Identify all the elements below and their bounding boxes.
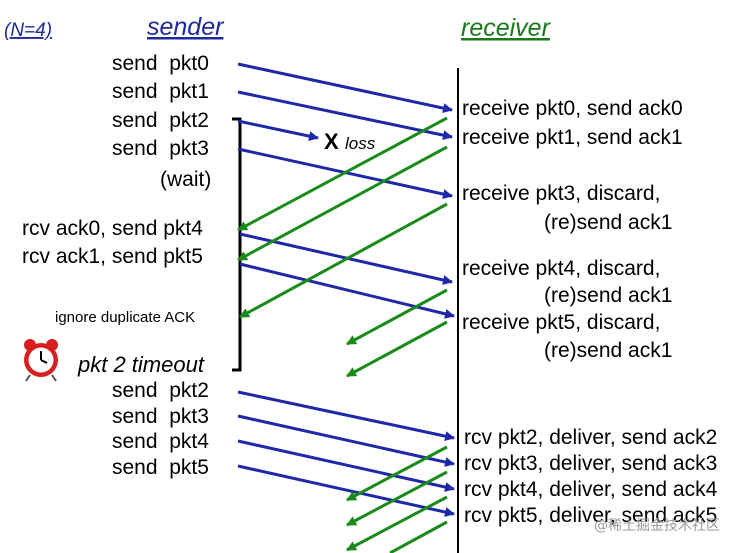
sender-event: send pkt4 bbox=[112, 430, 209, 453]
sender-event: (wait) bbox=[160, 168, 211, 191]
receiver-event: rcv pkt3, deliver, send ack3 bbox=[464, 452, 717, 475]
ack3-arrow bbox=[346, 470, 448, 527]
receiver-event: (re)send ack1 bbox=[544, 211, 672, 234]
pkt2-arrow-lost bbox=[237, 119, 319, 142]
receiver-event: receive pkt0, send ack0 bbox=[462, 97, 683, 120]
loss-x-icon: X bbox=[324, 129, 339, 154]
sender-event: send pkt1 bbox=[112, 80, 209, 103]
ack5-arrow bbox=[389, 520, 448, 553]
timeout-label: pkt 2 timeout bbox=[77, 352, 205, 377]
pkt2-retx-arrow bbox=[237, 390, 455, 442]
sender-event: send pkt2 bbox=[112, 109, 209, 132]
receiver-event: rcv pkt5, deliver, send ack5 bbox=[464, 504, 717, 527]
ack2-arrow bbox=[346, 445, 448, 502]
receiver-event: (re)send ack1 bbox=[544, 284, 672, 307]
receiver-event: rcv pkt2, deliver, send ack2 bbox=[464, 426, 717, 449]
dup-ack1-arrow bbox=[346, 288, 448, 346]
timeout-bracket bbox=[232, 117, 242, 372]
receiver-event: rcv pkt4, deliver, send ack4 bbox=[464, 478, 718, 501]
ack1-arrow bbox=[237, 145, 448, 262]
dup-ack1-arrow bbox=[346, 320, 448, 378]
receiver-title: receiver bbox=[461, 14, 552, 42]
sender-event: send pkt0 bbox=[112, 52, 209, 75]
receiver-event: receive pkt3, discard, bbox=[462, 182, 660, 205]
ack0-arrow bbox=[237, 116, 448, 232]
pkt1-arrow bbox=[237, 90, 453, 141]
pkt0-arrow bbox=[237, 62, 453, 113]
sender-event: send pkt5 bbox=[112, 456, 209, 479]
ack4-arrow bbox=[346, 495, 448, 552]
sender-event: send pkt3 bbox=[112, 137, 209, 160]
sender-title: sender bbox=[147, 13, 225, 41]
loss-marker: X loss bbox=[324, 129, 376, 154]
sender-event: send pkt3 bbox=[112, 405, 209, 428]
watermark: @稀土掘金技术社区 bbox=[594, 518, 720, 534]
data-packet-arrows bbox=[237, 62, 455, 517]
pkt4-retx-arrow bbox=[237, 439, 455, 492]
ack-arrows bbox=[237, 116, 448, 553]
sender-event: send pkt2 bbox=[112, 379, 209, 402]
alarm-clock-icon bbox=[24, 339, 58, 382]
loss-label: loss bbox=[345, 134, 376, 153]
sender-event: rcv ack1, send pkt5 bbox=[22, 245, 203, 268]
ignore-duplicate-note: ignore duplicate ACK bbox=[55, 309, 195, 326]
pkt5-retx-arrow bbox=[237, 464, 455, 517]
pkt3-retx-arrow bbox=[237, 414, 455, 467]
receiver-event: receive pkt5, discard, bbox=[462, 311, 660, 334]
receiver-event: receive pkt4, discard, bbox=[462, 257, 660, 280]
pkt5-arrow bbox=[239, 262, 455, 319]
receiver-event: (re)send ack1 bbox=[544, 339, 672, 362]
sender-event: rcv ack0, send pkt4 bbox=[22, 217, 203, 240]
window-size-label: (N=4) bbox=[4, 20, 52, 41]
receiver-event: receive pkt1, send ack1 bbox=[462, 126, 683, 149]
dup-ack1-arrow bbox=[239, 202, 448, 319]
